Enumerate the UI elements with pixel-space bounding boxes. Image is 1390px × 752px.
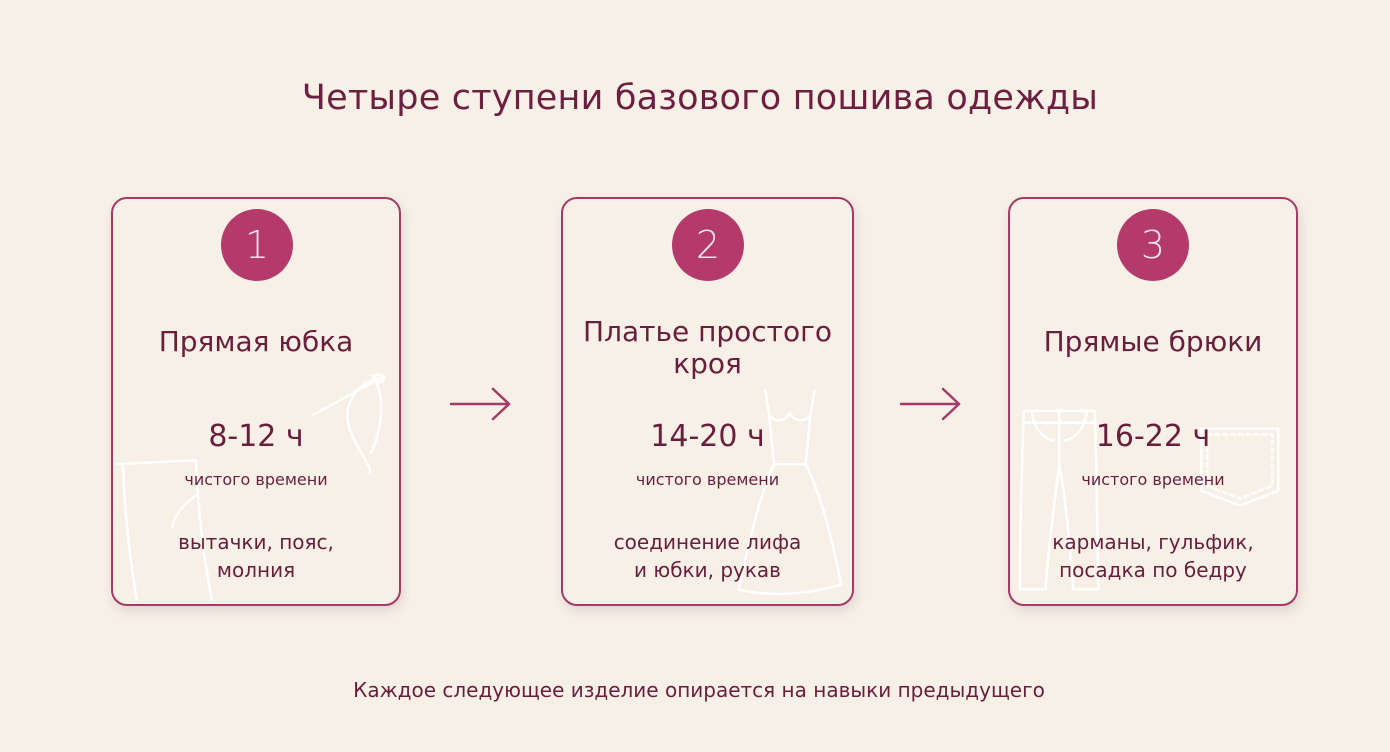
step-hours: 8-12 ч [208, 419, 304, 454]
step-skills-line-2: молния [216, 558, 296, 582]
page-title: Четыре ступени базового пошива одежды [301, 78, 1099, 118]
step-name-line-2: кроя [673, 347, 742, 380]
step-card-1: 1 Прямая юбка 8-12 ч чистого времени выт… [111, 197, 401, 606]
step-skills: карманы, гульфик, посадка по бедру [1010, 528, 1296, 584]
arrow-right-icon [899, 387, 961, 421]
step-card-3: 3 Прямые брюки 16-22 ч чистого времени к… [1008, 197, 1298, 606]
step-skills: вытачки, пояс, молния [113, 528, 399, 584]
step-skills-line-1: вытачки, пояс, [178, 530, 334, 554]
step-name-line-1: Платье простого [583, 315, 832, 348]
footer-note: Каждое следующее изделие опирается на на… [353, 678, 1045, 702]
step-skills-line-1: соединение лифа [613, 530, 802, 554]
step-number-badge: 3 [1117, 209, 1189, 281]
step-number-badge: 2 [672, 209, 744, 281]
step-skills-line-2: посадка по бедру [1059, 558, 1247, 582]
step-number-badge: 1 [221, 209, 293, 281]
step-hours: 16-22 ч [1095, 419, 1211, 454]
step-name: Прямые брюки [1043, 325, 1263, 358]
step-hours: 14-20 ч [650, 419, 765, 454]
step-hours-note: чистого времени [635, 470, 780, 489]
arrow-right-icon [449, 387, 511, 421]
step-skills-line-2: и юбки, рукав [634, 558, 781, 582]
step-skills: соединение лифа и юбки, рукав [563, 528, 852, 584]
step-skills-line-1: карманы, гульфик, [1052, 530, 1254, 554]
step-hours-note: чистого времени [1081, 470, 1225, 489]
step-name: Платье простого кроя [563, 316, 852, 380]
step-name: Прямая юбка [158, 325, 354, 358]
step-hours-note: чистого времени [184, 470, 328, 489]
step-card-2: 2 Платье простого кроя 14-20 ч чистого в… [561, 197, 854, 606]
